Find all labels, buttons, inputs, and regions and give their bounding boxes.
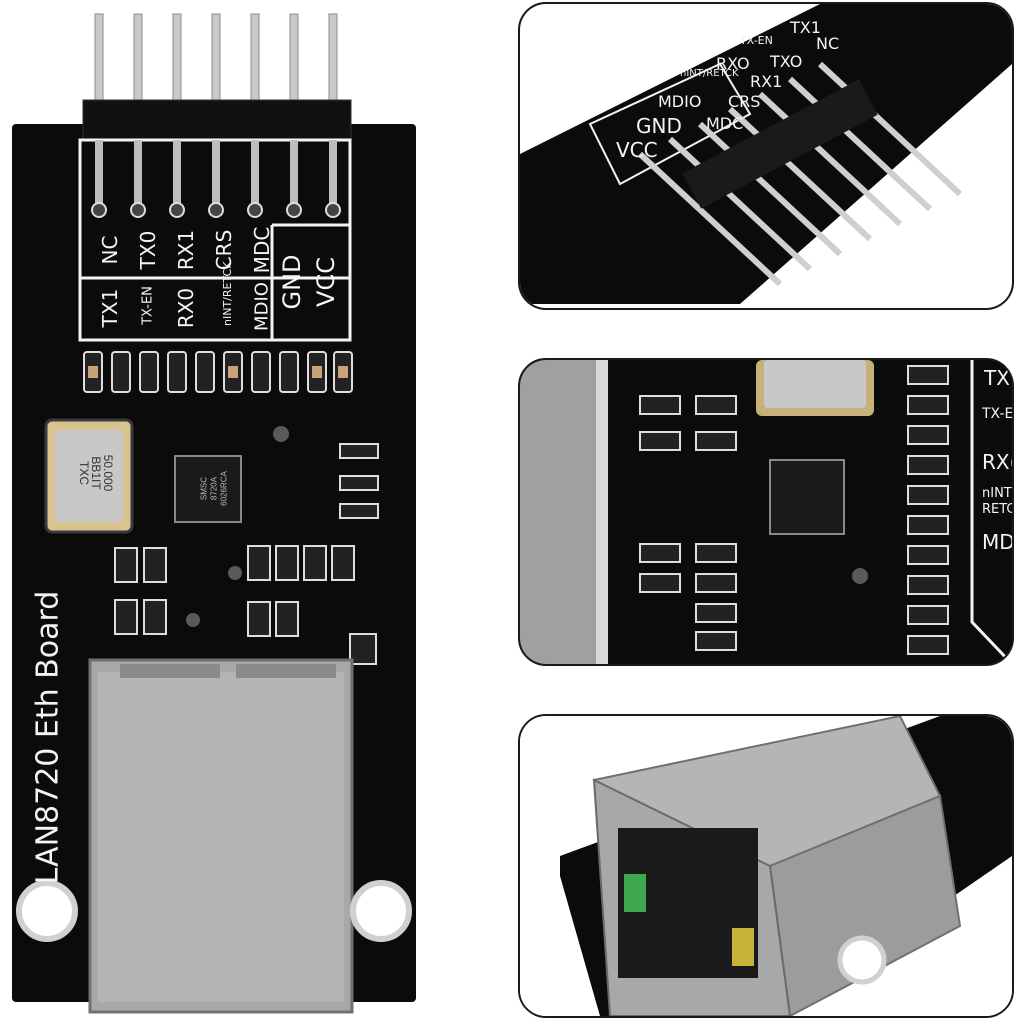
inset-top-label-mdc: MDC (706, 114, 744, 133)
label-tx-en: TX-EN (140, 286, 156, 325)
board-name: LAN8720 Eth Board (30, 590, 66, 885)
inset-top-label-rx1: RX1 (750, 72, 783, 91)
mount-hole-right (350, 880, 412, 942)
chip-text-1: SMSC (199, 476, 209, 501)
crystal-marking: TXC BB1IT 50.000 (46, 420, 132, 532)
label-nint-retck: nINT/RETCK (221, 261, 234, 326)
inset-top-label-nint: nINT/RETCK (680, 68, 739, 79)
inset-top-illustration (520, 4, 1012, 308)
inset-mid-label-tx: TX (984, 366, 1010, 390)
label-rx1: RX1 (174, 229, 198, 271)
label-nc: NC (98, 235, 122, 265)
inset-top-label-txo: TXO (770, 52, 803, 71)
inset-bottom-illustration (520, 716, 1012, 1016)
inset-top-label-tx1: TX1 (790, 18, 821, 37)
inset-mid-label-retc: RETC (982, 502, 1014, 517)
mount-hole-left (16, 880, 78, 942)
label-tx0: TX0 (136, 230, 160, 270)
inset-top-label-rxo: RXO (716, 54, 750, 73)
chip-text-3: 6026RCA (219, 471, 229, 506)
inset-top-label-nc: NC (816, 34, 840, 53)
board-illustration (12, 13, 416, 1014)
inset-top-label-mdio: MDIO (658, 92, 702, 111)
inset-mid-label-rx: RX( (982, 450, 1014, 474)
board-photo: NC TX0 RX1 CRS MDC TX1 TX-EN RX0 nINT/RE… (0, 0, 470, 1024)
inset-top-labels: TX1 NC TX-EN TXO RXO RX1 nINT/RETCK CRS … (610, 18, 839, 224)
label-gnd: GND (278, 254, 306, 310)
label-mdio: MDIO (251, 282, 273, 331)
inset-chip-closeup: TX TX-E RX( nINT RETC MDI (518, 358, 1014, 666)
inset-mid-label-tx-e: TX-E (982, 406, 1014, 422)
inset-top-label-vcc: VCC (616, 138, 658, 162)
pin-header (82, 99, 352, 141)
label-vcc: VCC (312, 257, 340, 307)
inset-chip (769, 459, 845, 535)
inset-middle-labels: TX TX-E RX( nINT RETC MDI (978, 360, 1014, 664)
inset-mount-hole (837, 935, 887, 985)
label-rx0: RX0 (174, 287, 198, 329)
inset-mid-label-mdi: MDI (982, 530, 1014, 554)
led-green (624, 874, 646, 912)
inset-top-label-crs: CRS (728, 92, 761, 111)
inset-rj45-closeup (518, 714, 1014, 1018)
label-tx1: TX1 (98, 288, 122, 328)
chip-text-2: 8720A (209, 476, 219, 501)
crystal-text-3: 50.000 (101, 454, 115, 492)
header-pins (94, 13, 338, 105)
label-mdc: MDC (250, 226, 274, 274)
lan8720-chip (174, 455, 242, 523)
inset-top-label-gnd: GND (636, 114, 682, 138)
inset-top-label-tx-en: TX-EN (740, 34, 773, 47)
inset-middle-illustration (520, 360, 1012, 664)
led-yellow (732, 928, 754, 966)
chip-marking: SMSC 8720A 6026RCA (175, 456, 241, 522)
inset-mid-label-nint: nINT (982, 486, 1012, 501)
inset-header-closeup: TX1 NC TX-EN TXO RXO RX1 nINT/RETCK CRS … (518, 2, 1014, 310)
inset-rj45-edge (520, 360, 606, 664)
